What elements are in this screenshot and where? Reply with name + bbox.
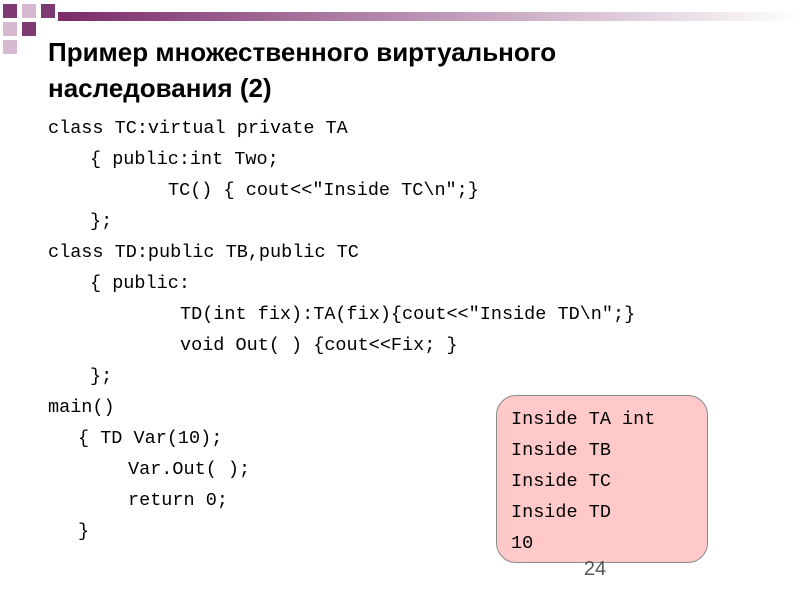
slide-title: Пример множественного виртуального насле…: [48, 34, 768, 106]
code-line: };: [90, 366, 113, 387]
code-line: };: [90, 211, 113, 232]
code-line: void Out( ) {cout<<Fix; }: [180, 335, 458, 356]
code-line: Var.Out( );: [128, 459, 251, 480]
code-line: main(): [48, 397, 115, 418]
page-number: 24: [583, 558, 607, 580]
code-line: class TD:public TB,public TC: [48, 242, 359, 263]
code-line: return 0;: [128, 490, 228, 511]
output-line: 10: [511, 533, 534, 554]
corner-square: [41, 4, 55, 18]
output-line: Inside TC: [511, 471, 611, 492]
output-line: Inside TB: [511, 440, 611, 461]
header-decoration-bar: [58, 12, 800, 21]
code-line: { public:int Two;: [90, 149, 279, 170]
code-line: { public:: [90, 273, 190, 294]
output-line: Inside TD: [511, 502, 611, 523]
output-line: Inside TA int: [511, 409, 656, 430]
program-output-box: Inside TA int Inside TB Inside TC Inside…: [496, 395, 708, 563]
code-line: class TC:virtual private TA: [48, 118, 348, 139]
corner-squares-decoration: [0, 0, 60, 54]
corner-square: [3, 4, 17, 18]
corner-square: [22, 4, 36, 18]
corner-square: [22, 22, 36, 36]
code-line: }: [78, 521, 90, 542]
code-line: { TD Var(10);: [78, 428, 223, 449]
corner-square: [3, 40, 17, 54]
slide-title-line-2: наследования (2): [48, 73, 272, 103]
code-line: TC() { cout<<"Inside TC\n";}: [168, 180, 479, 201]
code-line: TD(int fix):TA(fix){cout<<"Inside TD\n";…: [180, 304, 636, 325]
corner-square: [3, 22, 17, 36]
slide-title-line-1: Пример множественного виртуального: [48, 37, 557, 67]
